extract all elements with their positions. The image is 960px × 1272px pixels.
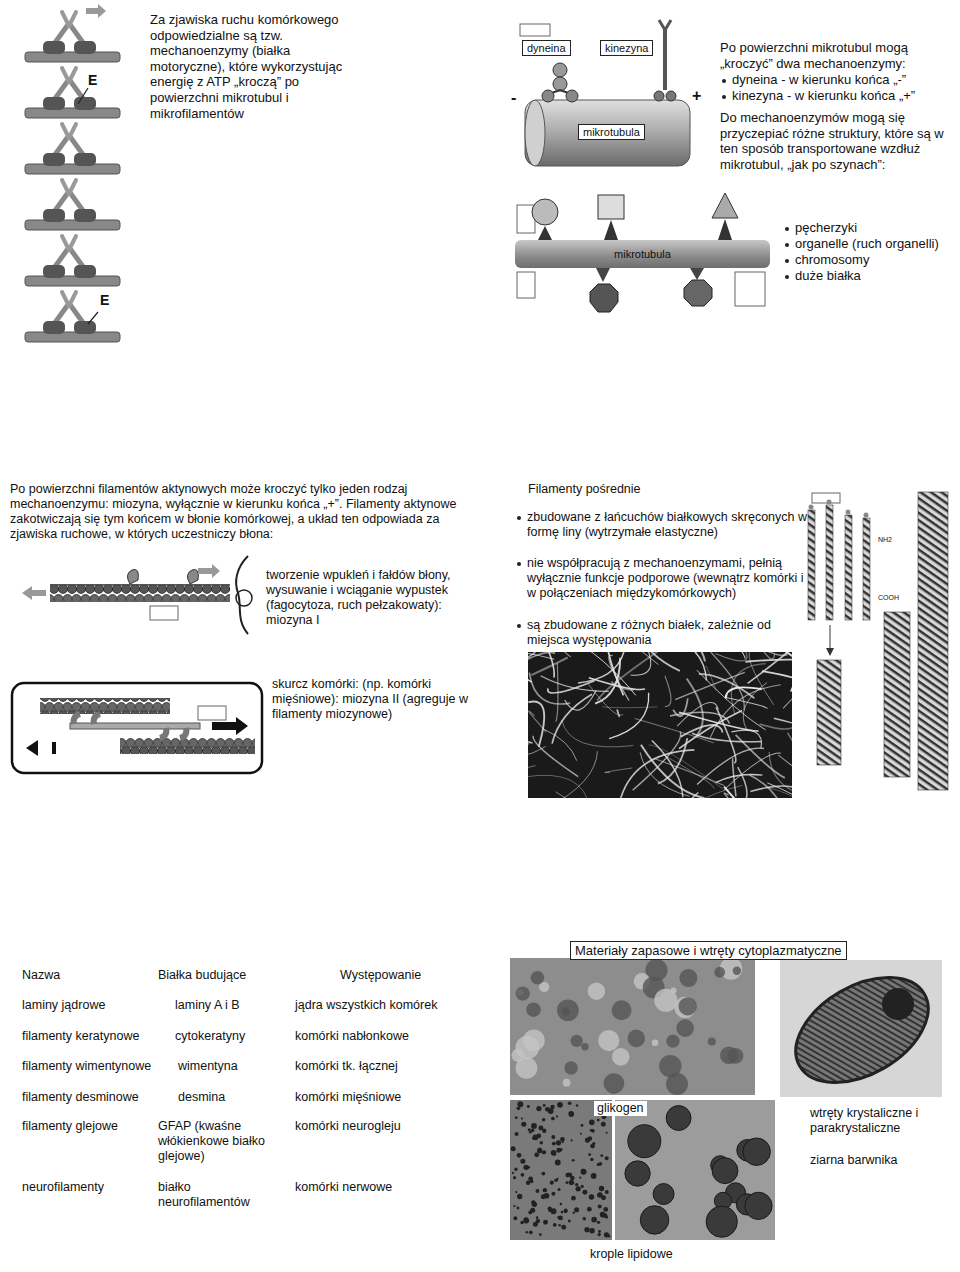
info-text: Po powierzchni filamentów aktynowych moż… [10, 482, 480, 542]
label-box: mikrotubula [578, 124, 645, 140]
microtubule-rod: mikrotubula [515, 240, 770, 268]
slide-heading: Filamenty pośrednie [528, 482, 641, 497]
title-box: Materiały zapasowe i wtręty cytoplazmaty… [570, 941, 847, 960]
bullet-item: duże białka [783, 268, 861, 284]
table-header: Nazwa [22, 968, 60, 983]
table-cell: neurofilamenty [22, 1180, 104, 1195]
info-text: skurcz komórki: (np. komórki mięśniowe):… [272, 677, 472, 722]
table-cell: jądra wszystkich komórek [295, 998, 437, 1013]
table-cell: filamenty desminowe [22, 1090, 139, 1105]
image-caption: glikogen [594, 1101, 647, 1116]
callout-letter: E [100, 292, 109, 309]
image-caption: ziarna barwnika [810, 1153, 898, 1168]
bullet-item: kinezyna - w kierunku końca „+” [720, 88, 960, 104]
table-cell: GFAP (kwaśne włókienkowe białko glejowe) [158, 1119, 278, 1164]
bullet-item: zbudowane z łańcuchów białkowych skręcon… [515, 510, 807, 540]
table-cell: komórki nerwowe [295, 1180, 392, 1195]
end-sign: - [511, 88, 516, 107]
bullet-item: nie współpracują z mechanoenzymami, pełn… [515, 556, 807, 601]
node-text: dyneina [527, 42, 566, 54]
table-cell: wimentyna [178, 1059, 238, 1074]
callout-letter: E [88, 72, 97, 89]
table-cell: desmina [178, 1090, 225, 1105]
table-cell: cytokeratyny [175, 1029, 245, 1044]
intro-text: Za zjawiska ruchu komórkowego odpowiedzi… [150, 12, 350, 121]
table-cell: białko neurofilamentów [158, 1180, 268, 1210]
table-header: Białka budujące [158, 968, 246, 983]
node-text: mikrotubula [583, 126, 640, 138]
info-text: Po powierzchni mikrotubul mogą „kroczyć”… [720, 40, 955, 71]
table-cell: filamenty glejowe [22, 1119, 118, 1134]
info-text: Do mechanoenzymów mogą się przyczepiać r… [720, 110, 955, 172]
table-cell: komórki mięśniowe [295, 1090, 401, 1105]
bullet-item: dyneina - w kierunku końca „-” [720, 72, 960, 88]
node-text: mikrotubula [614, 248, 671, 260]
table-cell: laminy jądrowe [22, 998, 105, 1013]
table-cell: komórki nabłonkowe [295, 1029, 409, 1044]
label-box: kinezyna [600, 40, 653, 56]
table-header: Występowanie [340, 968, 421, 983]
label-box: dyneina [522, 40, 571, 56]
bullet-item: organelle (ruch organelli) [783, 236, 939, 252]
terminus-label: COOH [878, 594, 899, 602]
image-caption: wtręty krystaliczne i parakrystaliczne [810, 1106, 940, 1136]
bullet-item: pęcherzyki [783, 220, 857, 236]
table-cell: komórki neurogleju [295, 1119, 401, 1134]
node-text: kinezyna [605, 42, 648, 54]
end-sign: + [692, 86, 701, 105]
table-cell: komórki tk. łącznej [295, 1059, 398, 1074]
image-caption: krople lipidowe [590, 1247, 673, 1262]
table-cell: laminy A i B [175, 998, 240, 1013]
table-cell: filamenty keratynowe [22, 1029, 139, 1044]
node-text: Materiały zapasowe i wtręty cytoplazmaty… [575, 943, 842, 958]
info-text: tworzenie wpukleń i fałdów błony, wysuwa… [266, 568, 481, 628]
table-cell: filamenty wimentynowe [22, 1059, 151, 1074]
terminus-label: NH2 [878, 536, 892, 544]
bullet-item: chromosomy [783, 252, 869, 268]
bullet-item: są zbudowane z różnych białek, zależnie … [515, 618, 807, 648]
